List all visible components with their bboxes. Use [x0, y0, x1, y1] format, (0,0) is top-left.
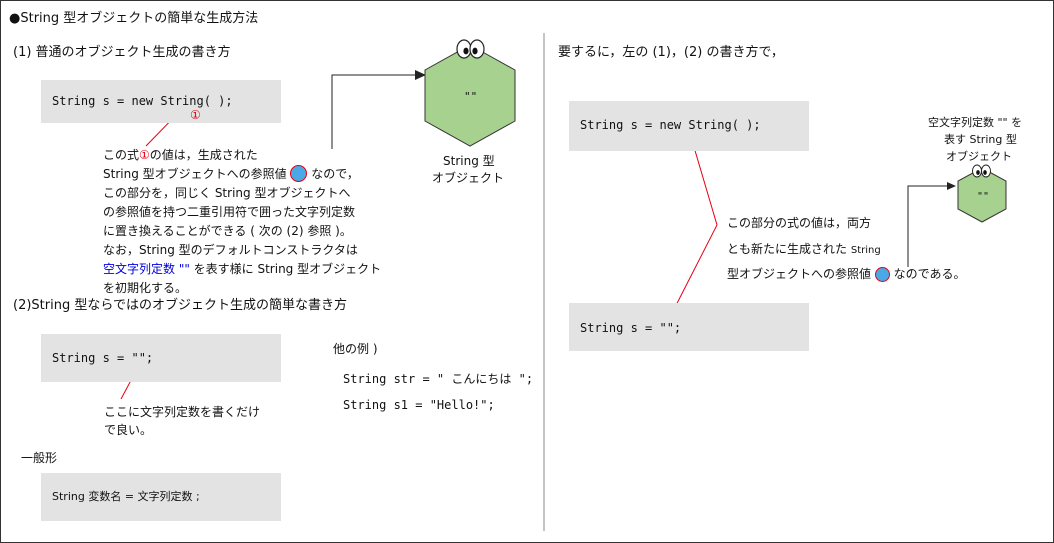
left-reference-arrow: [331, 74, 415, 149]
left-code-box-2: [41, 334, 281, 382]
left-object-caption-2: オブジェクト: [432, 171, 505, 185]
explain-line3: この部分を，同じく String 型オブジェクトへ: [103, 186, 351, 200]
right-arrowhead: [947, 182, 956, 190]
right-explain-line3-a: 型オブジェクトへの参照値: [727, 267, 872, 281]
right-reference-arrow: [907, 185, 947, 267]
right-reference-value-dot: [874, 267, 890, 282]
right-object-caption-3: オブジェクト: [946, 150, 1012, 163]
explain-line2-b: なので，: [311, 167, 359, 181]
right-hexagon-eyes: [972, 164, 991, 178]
other-examples-title: 他の例 ): [333, 342, 378, 356]
right-leader: [668, 136, 718, 320]
right-explain-line2: とも新たに生成された String: [727, 241, 881, 259]
explain-line1-mark: ①: [139, 148, 150, 162]
left-hexagon-label: "": [464, 90, 478, 103]
explain-line4: の参照値を持つ二重引用符で囲った文字列定数: [103, 205, 356, 219]
left-code2-note-2: で良い。: [104, 423, 153, 437]
left-heading-2: (2)String 型ならではのオブジェクト生成の簡単な書き方: [13, 298, 347, 313]
right-explain-line2-b: String: [850, 245, 881, 256]
right-explain-line3-b: なのである。: [893, 267, 966, 281]
right-code-2: String s = "";: [580, 321, 682, 335]
general-form-title: 一般形: [21, 451, 58, 465]
left-heading-1: (1) 普通のオブジェクト生成の書き方: [13, 45, 231, 60]
explain-line7-b: を表す様に String 型オブジェクト: [189, 262, 382, 276]
reference-value-dot: [290, 165, 308, 182]
page-title: ●String 型オブジェクトの簡単な生成方法: [9, 11, 259, 26]
explain-line2-a: String 型オブジェクトへの参照値: [103, 167, 287, 181]
other-example-2: String s1 = "Hello!";: [343, 398, 495, 412]
left-code1-marker: ①: [190, 108, 201, 122]
right-explain-line3: 型オブジェクトへの参照値 なのである。: [727, 266, 966, 282]
general-form-code: String 変数名 = 文字列定数 ;: [52, 490, 200, 503]
other-example-1: String str = " こんにちは ";: [343, 372, 534, 386]
right-code-box-1: [569, 101, 809, 151]
right-explain-line2-a: とも新たに生成された: [727, 242, 848, 256]
left-explanation: この式①の値は，生成された String 型オブジェクトへの参照値 なので， こ…: [103, 146, 381, 298]
right-object-caption-2: 表す String 型: [944, 133, 1017, 146]
right-code-box-2: [569, 303, 809, 351]
explain-line1-b: の値は，生成された: [149, 148, 258, 162]
left-code-1: String s = new String( );: [52, 94, 233, 108]
left-arrowhead: [415, 70, 426, 80]
right-object-caption-1: 空文字列定数 "" を: [928, 116, 1023, 129]
left-string-object-hexagon: [424, 44, 516, 147]
left-hexagon-eyes: [456, 39, 485, 59]
explain-line1-a: この式: [103, 148, 140, 162]
right-code-1: String s = new String( );: [580, 118, 761, 132]
left-object-caption-1: String 型: [443, 154, 495, 168]
empty-string-constant-label: 空文字列定数 "": [103, 262, 190, 276]
right-heading: 要するに，左の (1)，(2) の書き方で，: [558, 45, 784, 60]
right-explain-line1: この部分の式の値は，両方: [727, 216, 872, 230]
explain-line5: に置き換えることができる ( 次の (2) 参照 )。: [103, 224, 352, 238]
left-code-box-1: [41, 80, 281, 123]
explain-line8: を初期化する。: [103, 281, 188, 295]
explain-line6: なお，String 型のデフォルトコンストラクタは: [103, 243, 358, 257]
right-hexagon-label: "": [977, 191, 990, 202]
left-code2-note-1: ここに文字列定数を書くだけ: [104, 405, 261, 419]
left-code-2: String s = "";: [52, 351, 154, 365]
general-form-box: [41, 473, 281, 521]
right-string-object-hexagon: [957, 167, 1007, 223]
